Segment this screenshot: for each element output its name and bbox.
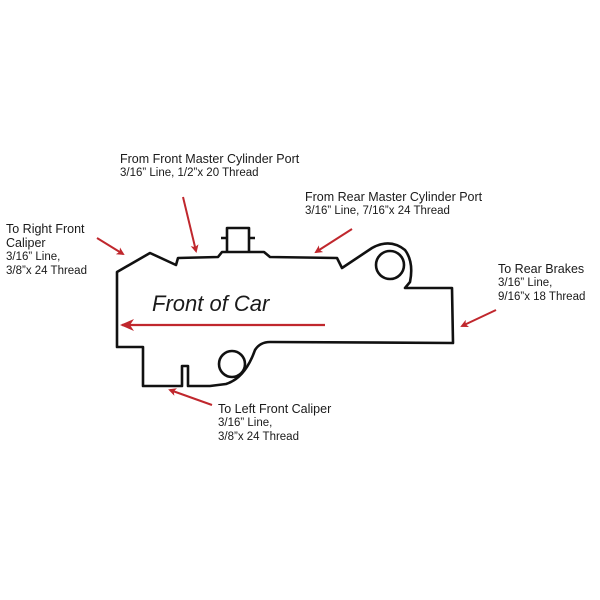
right-front-label: To Right Front Caliper 3/16” Line, 3/8”x… [6,222,87,277]
rear-master-label: From Rear Master Cylinder Port 3/16” Lin… [305,190,483,217]
right-front-arrow [96,237,125,256]
port-arrows [96,196,497,406]
front-port-fitting [225,226,251,252]
left-front-label: To Left Front Caliper 3/16” Line, 3/8”x … [218,402,332,443]
front-master-arrow [182,196,199,253]
front-master-label: From Front Master Cylinder Port 3/16” Li… [120,152,300,179]
valve-body-outline [115,226,455,388]
front-of-car-label: Front of Car [152,291,270,316]
lower-mount-hole [217,349,247,379]
left-front-arrow [168,388,213,406]
rear-brakes-arrow [460,309,497,328]
rear-brakes-label: To Rear Brakes 3/16” Line, 9/16”x 18 Thr… [498,262,586,303]
upper-mount-hole [374,249,406,281]
rear-master-arrow [314,228,353,254]
